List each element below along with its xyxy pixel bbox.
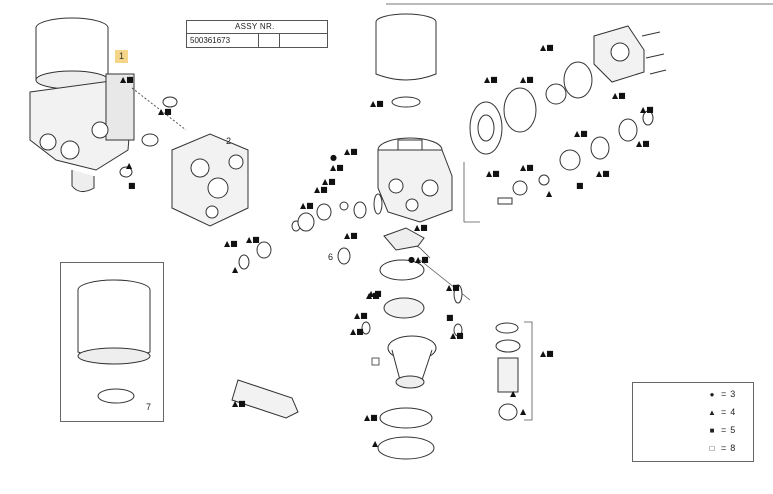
callout-6[interactable]: 6 <box>328 252 334 262</box>
svg-text:▲■: ▲■ <box>368 289 382 298</box>
legend-row-triangle: ▲ = 4 <box>708 407 736 417</box>
callout-7[interactable]: 7 <box>146 402 152 412</box>
svg-text:▲■: ▲■ <box>414 223 428 232</box>
svg-text:▲■: ▲■ <box>350 327 364 336</box>
central-housing <box>377 137 453 223</box>
svg-text:▲■: ▲■ <box>574 129 588 138</box>
svg-text:▲■: ▲■ <box>224 239 238 248</box>
svg-text:▲■: ▲■ <box>540 349 554 358</box>
spare-cartridge-frame <box>60 262 164 422</box>
svg-text:▲■: ▲■ <box>158 107 172 116</box>
svg-text:●: ● <box>330 153 337 162</box>
assy-number-table: ASSY NR. 500361673 <box>186 20 328 48</box>
svg-text:▲: ▲ <box>520 407 527 416</box>
svg-text:▲■: ▲■ <box>354 311 368 320</box>
svg-text:▲■: ▲■ <box>636 139 650 148</box>
legend-symbol: □ <box>709 443 715 453</box>
svg-text:▲■: ▲■ <box>344 231 358 240</box>
svg-text:▲■: ▲■ <box>246 235 260 244</box>
svg-text:●▲■: ●▲■ <box>408 255 429 264</box>
quantity-markers: ▲■ ▲ ■ ▲■ ▲■ ▲■ ▲■ ▲■ ▲■ ▲■ ▲■ ▲■ ▲■ ■ ▲… <box>120 43 654 448</box>
svg-text:▲■: ▲■ <box>486 169 500 178</box>
svg-text:▲■: ▲■ <box>366 291 380 300</box>
svg-text:▲■: ▲■ <box>484 75 498 84</box>
svg-text:■: ■ <box>446 313 454 322</box>
svg-text:▲■: ▲■ <box>344 147 358 156</box>
assy-part-number: 500361673 <box>187 34 259 47</box>
spare-cartridge <box>77 279 151 404</box>
callout-1[interactable]: 1 <box>115 50 128 63</box>
assy-empty-cell <box>259 34 280 47</box>
open-square-marker <box>371 357 380 366</box>
svg-text:▲: ▲ <box>546 189 553 198</box>
svg-text:▲■: ▲■ <box>612 91 626 100</box>
grease-tube <box>231 379 299 419</box>
legend-row-circle: ● = 3 <box>707 389 736 399</box>
svg-text:▲: ▲ <box>510 389 517 398</box>
legend-value: 3 <box>730 389 736 399</box>
svg-text:▲■: ▲■ <box>364 413 378 422</box>
pulley-disc <box>469 61 593 155</box>
legend-row-open-square: □ = 8 <box>707 443 736 453</box>
assy-header: ASSY NR. <box>187 21 327 34</box>
svg-text:▲■: ▲■ <box>232 399 246 408</box>
svg-text:▲■: ▲■ <box>520 75 534 84</box>
legend-value: 4 <box>730 407 736 417</box>
svg-text:▲■: ▲■ <box>370 99 384 108</box>
svg-text:▲■: ▲■ <box>596 169 610 178</box>
valve-block <box>171 133 249 227</box>
svg-text:▲: ▲ <box>232 265 239 274</box>
legend-symbol: ● <box>709 389 715 399</box>
svg-text:▲■: ▲■ <box>450 331 464 340</box>
filter-cartridge-top <box>375 13 437 108</box>
svg-text:■: ■ <box>576 181 584 190</box>
svg-text:▲■: ▲■ <box>322 177 336 186</box>
legend-box: ● = 3 ▲ = 4 ■ = 5 □ = 8 <box>632 382 754 462</box>
svg-text:▲■: ▲■ <box>640 105 654 114</box>
svg-text:▲■: ▲■ <box>120 75 134 84</box>
callout-2[interactable]: 2 <box>226 136 232 146</box>
svg-text:▲: ▲ <box>126 161 133 170</box>
flange-plate <box>593 25 667 83</box>
legend-value: 5 <box>730 425 736 435</box>
svg-text:▲: ▲ <box>372 439 379 448</box>
svg-text:▲■: ▲■ <box>314 185 328 194</box>
svg-text:▲■: ▲■ <box>540 43 554 52</box>
legend-symbol: ▲ <box>708 407 716 417</box>
right-valve-stack <box>495 322 521 421</box>
air-dryer-assembly <box>29 17 135 192</box>
lower-valve-stack <box>337 227 463 460</box>
svg-text:▲■: ▲■ <box>446 283 460 292</box>
legend-symbol: ■ <box>709 425 715 435</box>
svg-text:▲■: ▲■ <box>300 201 314 210</box>
legend-row-square: ■ = 5 <box>707 425 736 435</box>
svg-text:▲■: ▲■ <box>330 163 344 172</box>
svg-text:■: ■ <box>128 181 136 190</box>
legend-value: 8 <box>730 443 736 453</box>
svg-text:▲■: ▲■ <box>520 163 534 172</box>
